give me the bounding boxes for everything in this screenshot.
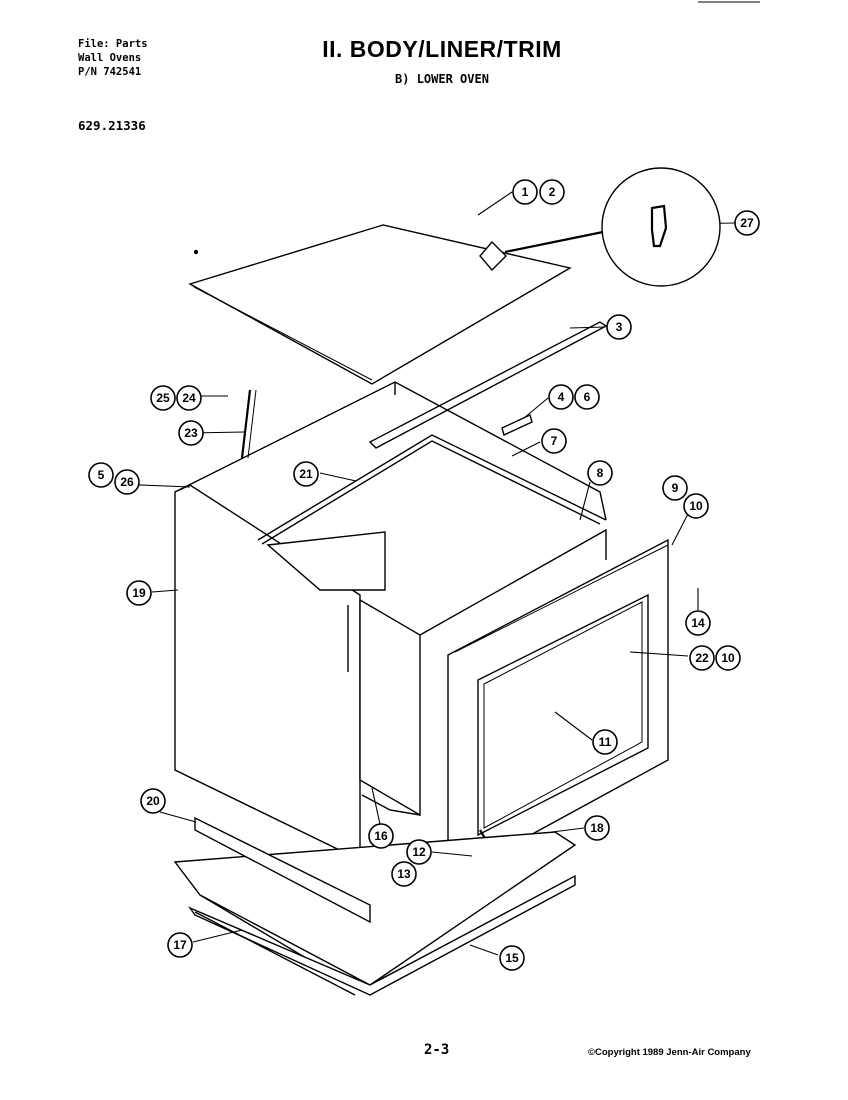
callout-27: 27	[734, 210, 760, 236]
svg-text:13: 13	[397, 867, 411, 881]
screw-icon	[193, 249, 199, 255]
page-title: II. BODY/LINER/TRIM	[322, 36, 562, 62]
svg-text:27: 27	[740, 216, 754, 230]
liner-side-face	[359, 598, 421, 817]
svg-text:2: 2	[549, 185, 556, 199]
conduit-side	[247, 389, 257, 459]
bottom-rail	[187, 874, 576, 996]
svg-text:20: 20	[146, 794, 160, 808]
svg-text:16: 16	[374, 829, 388, 843]
detail-bracket-icon	[650, 204, 668, 248]
callout-12: 12	[406, 839, 432, 865]
callout-24: 24	[176, 385, 202, 411]
rear-strip	[368, 321, 608, 449]
callout-16: 16	[368, 823, 394, 849]
bottom-front-trim	[194, 816, 371, 924]
clip-part	[501, 414, 533, 436]
front-trim-frame	[447, 538, 669, 882]
liner-top-edge	[257, 434, 607, 541]
top-panel-edge	[193, 286, 373, 381]
svg-text:21: 21	[299, 467, 313, 481]
svg-text:3: 3	[616, 320, 623, 334]
top-panel	[188, 224, 572, 385]
callout-26: 26	[114, 469, 140, 495]
svg-text:8: 8	[597, 466, 604, 480]
svg-text:11: 11	[599, 735, 612, 749]
callout-13: 13	[391, 861, 417, 887]
model-number: 629.21336	[78, 118, 146, 133]
callout-2: 2	[539, 179, 565, 205]
svg-text:19: 19	[132, 586, 146, 600]
liner-front-top	[419, 528, 607, 636]
callout-10a: 10	[683, 493, 709, 519]
svg-text:14: 14	[691, 616, 705, 630]
callout-25: 25	[150, 385, 176, 411]
callout-20: 20	[140, 788, 166, 814]
bottom-rail-edge	[194, 911, 356, 996]
copyright-notice: ©Copyright 1989 Jenn-Air Company	[588, 1047, 751, 1058]
callout-17: 17	[167, 932, 193, 958]
conduit	[240, 389, 252, 459]
cabinet-top-rim	[174, 381, 607, 521]
callout-3: 3	[606, 314, 632, 340]
callout-9: 9	[662, 475, 688, 501]
page-subtitle: B) LOWER OVEN	[395, 72, 489, 86]
svg-text:23: 23	[184, 426, 198, 440]
callout-14: 14	[685, 610, 711, 636]
detail-source-part	[479, 240, 507, 272]
callout-10b: 10	[715, 645, 741, 671]
file-info: File: Parts Wall Ovens P/N 742541	[78, 38, 148, 78]
svg-text:26: 26	[120, 475, 134, 489]
callout-1: 1	[512, 179, 538, 205]
svg-text:10: 10	[689, 499, 703, 513]
callout-23: 23	[178, 420, 204, 446]
liner-top-inner	[261, 440, 601, 545]
callout-18: 18	[584, 815, 610, 841]
window-glass	[483, 601, 643, 829]
callout-19: 19	[126, 580, 152, 606]
svg-text:4: 4	[558, 390, 565, 404]
callout-5: 5	[88, 462, 114, 488]
callout-15: 15	[499, 945, 525, 971]
svg-text:15: 15	[505, 951, 519, 965]
window-opening	[477, 593, 649, 837]
callout-7: 7	[541, 428, 567, 454]
callout-21: 21	[293, 461, 319, 487]
svg-text:10: 10	[721, 651, 735, 665]
svg-text:6: 6	[584, 390, 591, 404]
svg-text:24: 24	[182, 391, 196, 405]
svg-text:7: 7	[551, 434, 558, 448]
detail-connector	[504, 230, 604, 254]
callout-22: 22	[689, 645, 715, 671]
svg-text:9: 9	[672, 481, 679, 495]
trim-top-edge	[454, 544, 669, 653]
detail-bubble	[601, 167, 721, 287]
callout-11: 11	[592, 729, 618, 755]
callout-6: 6	[574, 384, 600, 410]
svg-text:1: 1	[522, 185, 529, 199]
svg-text:5: 5	[98, 468, 105, 482]
callout-4: 4	[548, 384, 574, 410]
page-number: 2-3	[424, 1042, 450, 1058]
callout-8: 8	[587, 460, 613, 486]
svg-text:18: 18	[590, 821, 604, 835]
svg-text:22: 22	[695, 651, 709, 665]
svg-text:17: 17	[173, 938, 187, 952]
svg-text:12: 12	[412, 845, 426, 859]
liner-bottom-edge	[361, 794, 421, 816]
svg-text:25: 25	[156, 391, 170, 405]
vent-opening	[266, 531, 386, 591]
